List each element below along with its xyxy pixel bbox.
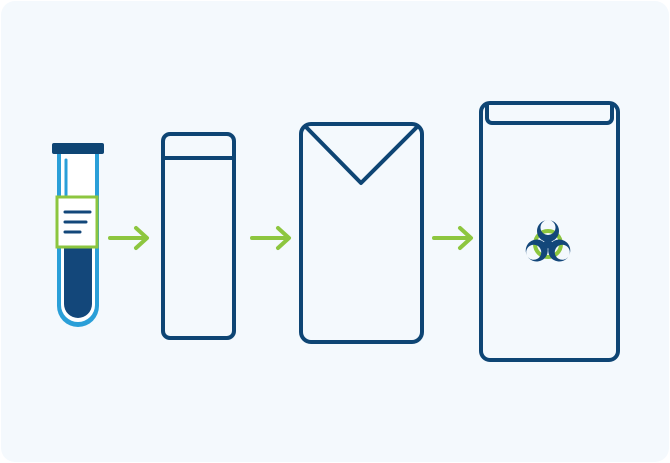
bag-seal (485, 105, 614, 125)
arrow-right-icon (108, 226, 149, 250)
tube-cap (52, 143, 104, 154)
biohazard-crescent (548, 239, 571, 262)
biohazard-lobe (537, 220, 559, 242)
container-body (161, 132, 236, 340)
biohazard-crescent (537, 220, 559, 242)
envelope-body (299, 122, 424, 344)
envelope-icon (299, 122, 424, 344)
bag-body (479, 101, 620, 362)
tube-liquid (64, 235, 92, 318)
biohazard-symbol-icon (525, 220, 571, 262)
biohazard-bag-icon (479, 101, 620, 362)
biohazard-lobe (548, 239, 571, 262)
envelope-flap (303, 124, 420, 185)
cylinder-container-icon (161, 132, 236, 340)
arrow-right-icon (432, 226, 473, 250)
arrow-right-icon (250, 226, 291, 250)
biohazard-lobe (525, 239, 548, 262)
test-tube-with-label-icon (52, 143, 104, 327)
biohazard-crescent (525, 239, 548, 262)
biohazard-center (543, 239, 553, 249)
